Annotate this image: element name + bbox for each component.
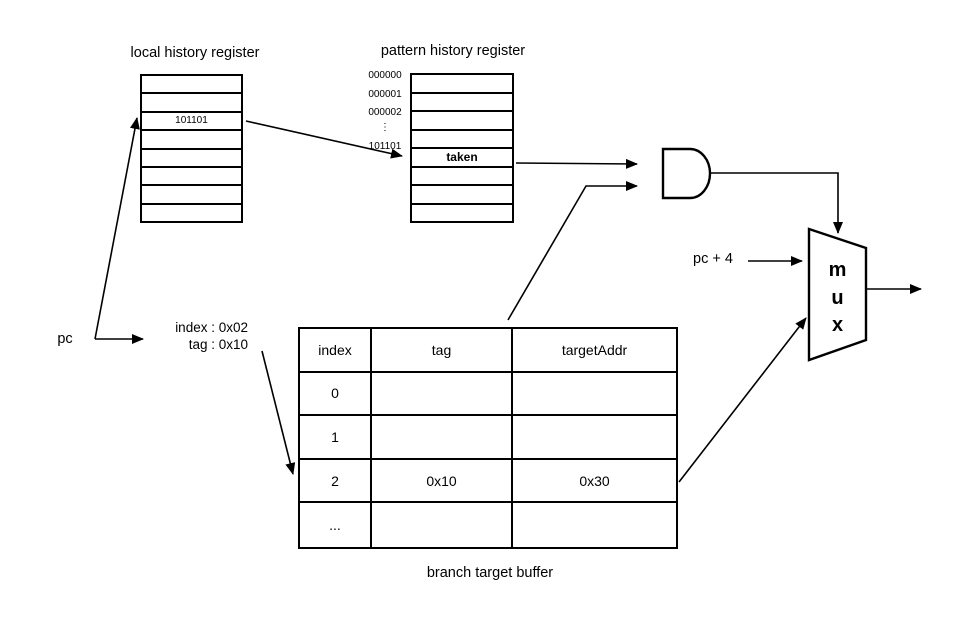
btb-cell-index-2: 2 (300, 459, 372, 504)
lhr-row (142, 205, 241, 221)
lhr-row (142, 131, 241, 150)
arrow-lhr-to-phr (245, 120, 403, 159)
btb-cell (513, 503, 676, 547)
pc-plus-4-label: pc + 4 (693, 251, 733, 267)
lhr-row (142, 94, 241, 113)
btb-cell (372, 503, 513, 547)
index-tag-label: index : 0x02 tag : 0x10 (140, 320, 248, 353)
btb-header-tag: tag (372, 329, 513, 373)
phr-row (412, 75, 512, 94)
phr-title: pattern history register (380, 43, 526, 59)
btb-cell-tag-hit: 0x10 (372, 459, 513, 504)
btb-cell (372, 416, 513, 460)
btb-cell-target: 0x30 (513, 460, 676, 504)
arrow-btb-to-mux (678, 317, 807, 483)
btb-cell: 0 (300, 372, 372, 417)
lhr-row (142, 168, 241, 187)
btb-cell (513, 373, 676, 417)
lhr-row (142, 186, 241, 205)
phr-row (412, 168, 512, 186)
phr-row (412, 94, 512, 112)
btb-caption: branch target buffer (426, 565, 554, 581)
arrow-index-tag-to-btb (261, 350, 296, 475)
phr-row-taken: taken (412, 149, 512, 168)
phr-address-label: 000001 (368, 89, 402, 100)
tag-value-line: tag : 0x10 (188, 336, 248, 352)
arrow-btb-to-and-gate (507, 181, 638, 321)
lhr-row (142, 76, 241, 95)
lhr-title: local history register (130, 45, 260, 61)
arrow-and-gate-to-mux (710, 172, 843, 234)
mux-letter: u (831, 286, 844, 309)
phr-table: taken (410, 73, 514, 223)
btb-cell: ... (300, 503, 372, 547)
btb-header-targetaddr: targetAddr (513, 329, 676, 373)
btb-cell: 1 (300, 416, 372, 460)
phr-ellipsis-label: ⋮ (380, 122, 390, 133)
phr-row (412, 131, 512, 149)
btb-cell (513, 416, 676, 460)
phr-row (412, 205, 512, 222)
pc-label: pc (57, 331, 73, 347)
mux-shape (807, 227, 868, 362)
and-gate-shape (661, 147, 712, 200)
btb-cell (372, 372, 513, 417)
lhr-table: 101101 (140, 74, 243, 223)
phr-address-label: 000000 (368, 70, 402, 81)
phr-row (412, 186, 512, 205)
arrow-pc-to-lhr (94, 117, 140, 340)
lhr-row (142, 150, 241, 168)
index-value-line: index : 0x02 (175, 320, 248, 335)
arrow-taken-to-and-gate (515, 158, 638, 169)
mux-label: m u x (815, 257, 860, 340)
phr-address-label: 000002 (368, 107, 402, 118)
phr-row (412, 112, 512, 131)
lhr-row-selected: 101101 (142, 113, 241, 132)
btb-header-index: index (300, 329, 372, 373)
mux-letter: x (831, 314, 844, 336)
phr-address-label: 101101 (368, 141, 402, 152)
btb-table: index tag targetAddr 0 1 2 0x10 0x30 ... (298, 327, 678, 549)
mux-letter: m (828, 259, 847, 281)
